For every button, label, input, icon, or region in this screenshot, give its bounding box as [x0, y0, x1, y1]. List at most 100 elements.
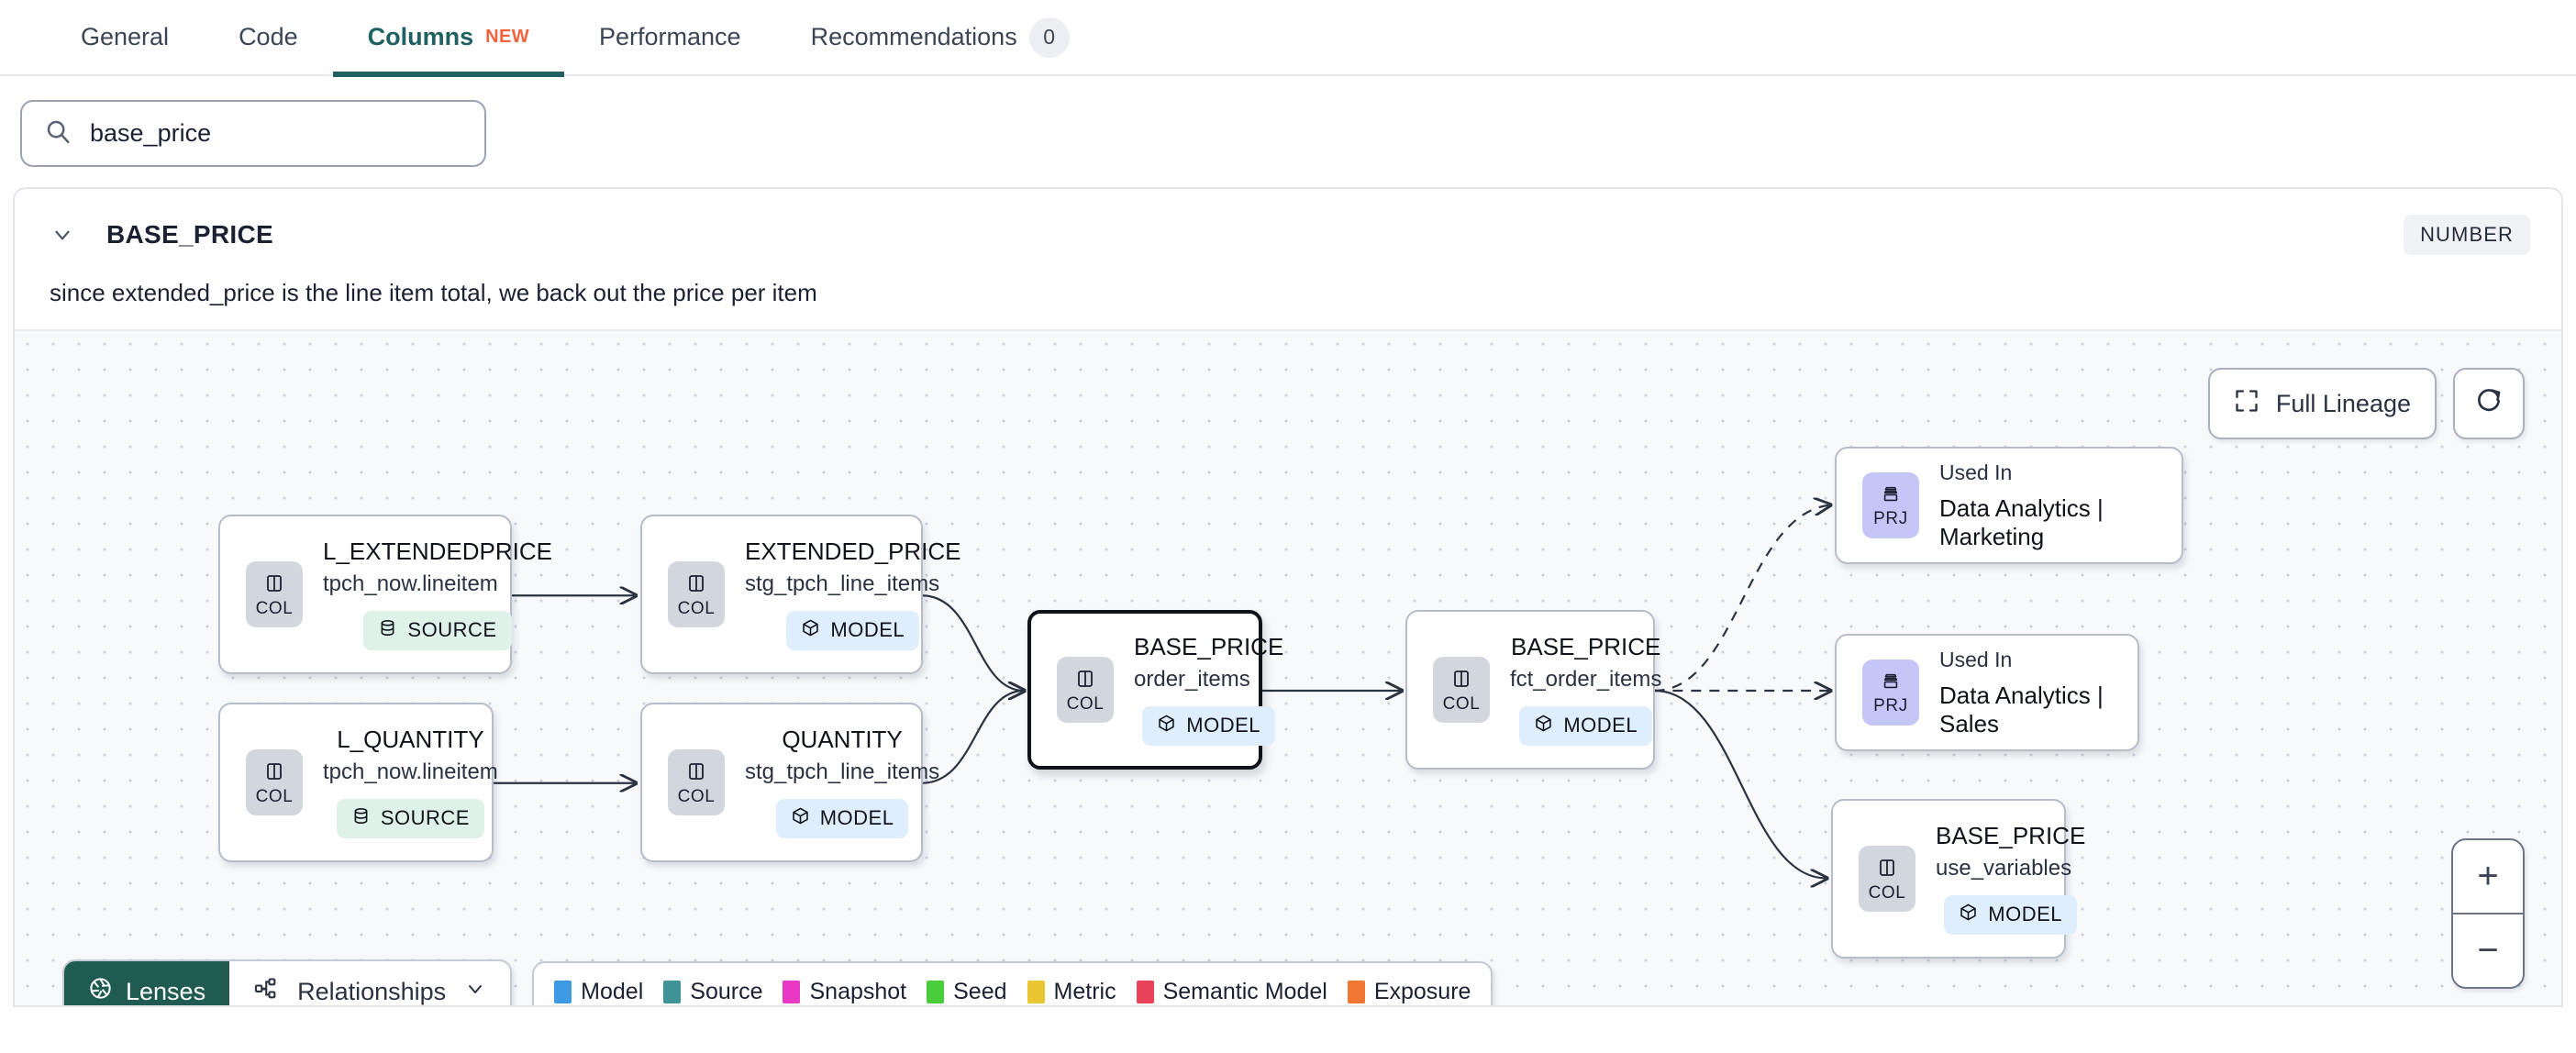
- prj-kind-chip: PRJ: [1862, 660, 1919, 726]
- kind-label: COL: [255, 598, 294, 618]
- node-type-badge-model: MODEL: [775, 798, 909, 838]
- search-input[interactable]: [88, 118, 462, 149]
- lineage-node-base-price-use-variables[interactable]: COL BASE_PRICE use_variables MODEL: [1831, 799, 2085, 959]
- canvas-top-controls: Full Lineage: [2207, 368, 2525, 439]
- col-kind-chip: COL: [1057, 657, 1114, 723]
- page-title: BASE_PRICE: [106, 220, 273, 249]
- columns-icon: [1450, 668, 1472, 693]
- lineage-node-quantity[interactable]: COL QUANTITY stg_tpch_line_items MODEL: [640, 703, 939, 862]
- node-subtitle: stg_tpch_line_items: [745, 571, 940, 597]
- badge-label: MODEL: [819, 806, 894, 830]
- badge-label: SOURCE: [407, 618, 497, 642]
- cube-icon: [1959, 903, 1978, 927]
- tab-performance[interactable]: Performance: [564, 0, 776, 75]
- refresh-button[interactable]: [2453, 368, 2525, 439]
- node-type-badge-model: MODEL: [1519, 705, 1653, 746]
- col-kind-chip: COL: [668, 749, 725, 815]
- tab-general[interactable]: General: [46, 0, 204, 75]
- chevron-down-icon[interactable]: [46, 218, 79, 251]
- prj-kind-chip: PRJ: [1862, 472, 1919, 538]
- legend-swatch: [1136, 980, 1154, 1003]
- col-kind-chip: COL: [246, 749, 303, 815]
- cube-icon: [1157, 714, 1176, 738]
- col-kind-chip: COL: [1859, 846, 1915, 912]
- tab-label: Columns: [367, 23, 474, 50]
- columns-icon: [263, 572, 285, 598]
- tab-recommendations[interactable]: Recommendations 0: [776, 0, 1105, 75]
- legend-item-source[interactable]: Source: [663, 979, 762, 1005]
- kind-label: PRJ: [1873, 695, 1908, 715]
- lineage-canvas[interactable]: COL L_EXTENDEDPRICE tpch_now.lineitem SO…: [15, 329, 2561, 1005]
- lenses-button[interactable]: Lenses: [64, 961, 230, 1005]
- node-name: L_EXTENDEDPRICE: [323, 538, 552, 566]
- cube-icon: [791, 806, 810, 831]
- lineage-node-l-quantity[interactable]: COL L_QUANTITY tpch_now.lineitem SOURCE: [218, 703, 498, 862]
- legend-item-exposure[interactable]: Exposure: [1347, 978, 1471, 1005]
- tab-label: General: [81, 23, 170, 50]
- legend-label: Source: [690, 978, 763, 1004]
- column-header: BASE_PRICE NUMBER: [15, 189, 2561, 255]
- zoom-divider: [2453, 913, 2523, 914]
- tab-label: Performance: [599, 23, 741, 50]
- legend-label: Seed: [953, 978, 1007, 1004]
- legend-swatch: [663, 980, 682, 1003]
- columns-icon: [1074, 668, 1096, 693]
- used-in-label: Used In: [1939, 647, 2013, 671]
- node-subtitle: tpch_now.lineitem: [323, 759, 498, 785]
- legend-item-seed[interactable]: Seed: [927, 978, 1007, 1005]
- node-type-badge-source: SOURCE: [336, 798, 484, 838]
- lineage-node-extended-price[interactable]: COL EXTENDED_PRICE stg_tpch_line_items M…: [640, 515, 961, 674]
- search-box[interactable]: [20, 100, 486, 167]
- node-name: QUANTITY: [782, 726, 903, 754]
- relationships-dropdown[interactable]: Relationships: [229, 961, 511, 1005]
- kind-label: PRJ: [1873, 508, 1908, 528]
- lineage-node-project-marketing[interactable]: PRJ Used In Data Analytics | Marketing: [1835, 447, 2183, 564]
- refresh-icon: [2474, 386, 2504, 422]
- lineage-node-base-price-order-items[interactable]: COL BASE_PRICE order_items MODEL: [1027, 610, 1283, 770]
- node-subtitle: fct_order_items: [1510, 667, 1662, 693]
- project-icon: [1881, 671, 1901, 695]
- zoom-in-button[interactable]: +: [2477, 856, 2499, 896]
- columns-icon: [1876, 857, 1898, 882]
- zoom-controls: + −: [2451, 838, 2525, 989]
- col-kind-chip: COL: [668, 561, 725, 627]
- badge-label: SOURCE: [380, 806, 470, 830]
- lineage-node-base-price-fct-order-items[interactable]: COL BASE_PRICE fct_order_items MODEL: [1405, 610, 1661, 770]
- legend-swatch: [783, 980, 801, 1003]
- kind-label: COL: [1868, 882, 1906, 903]
- legend-label: Exposure: [1373, 978, 1471, 1004]
- node-name: BASE_PRICE: [1936, 822, 2086, 850]
- legend-item-semantic-model[interactable]: Semantic Model: [1136, 978, 1327, 1005]
- recommendations-count-badge: 0: [1028, 17, 1070, 58]
- legend-swatch: [554, 980, 572, 1003]
- column-description: since extended_price is the line item to…: [50, 279, 817, 306]
- cube-icon: [1534, 714, 1553, 738]
- legend: Model Source Snapshot Seed Metric: [532, 961, 1493, 1005]
- legend-item-model[interactable]: Model: [554, 979, 643, 1005]
- tab-label: Code: [239, 23, 298, 50]
- kind-label: COL: [1066, 693, 1105, 714]
- lineage-node-project-sales[interactable]: PRJ Used In Data Analytics | Sales: [1835, 634, 2139, 751]
- full-lineage-label: Full Lineage: [2275, 389, 2411, 417]
- node-name: BASE_PRICE: [1511, 633, 1661, 661]
- columns-icon: [685, 572, 707, 598]
- node-subtitle: stg_tpch_line_items: [745, 759, 940, 785]
- col-kind-chip: COL: [246, 561, 303, 627]
- columns-icon: [685, 760, 707, 786]
- legend-swatch: [1027, 980, 1045, 1003]
- lineage-node-l-extendedprice[interactable]: COL L_EXTENDEDPRICE tpch_now.lineitem SO…: [218, 515, 552, 674]
- zoom-out-button[interactable]: −: [2477, 930, 2499, 970]
- tab-new-badge: NEW: [485, 27, 529, 47]
- badge-label: MODEL: [1186, 714, 1261, 737]
- used-in-label: Used In: [1939, 460, 2013, 484]
- search-icon: [44, 117, 72, 150]
- legend-item-metric[interactable]: Metric: [1027, 979, 1116, 1005]
- node-name: EXTENDED_PRICE: [745, 538, 961, 566]
- tab-code[interactable]: Code: [204, 0, 333, 75]
- col-kind-chip: COL: [1433, 657, 1490, 723]
- node-subtitle: order_items: [1134, 667, 1250, 693]
- legend-item-snapshot[interactable]: Snapshot: [783, 979, 906, 1005]
- tab-columns[interactable]: Columns NEW: [332, 0, 565, 77]
- full-lineage-button[interactable]: Full Lineage: [2207, 368, 2437, 439]
- legend-label: Semantic Model: [1162, 978, 1327, 1004]
